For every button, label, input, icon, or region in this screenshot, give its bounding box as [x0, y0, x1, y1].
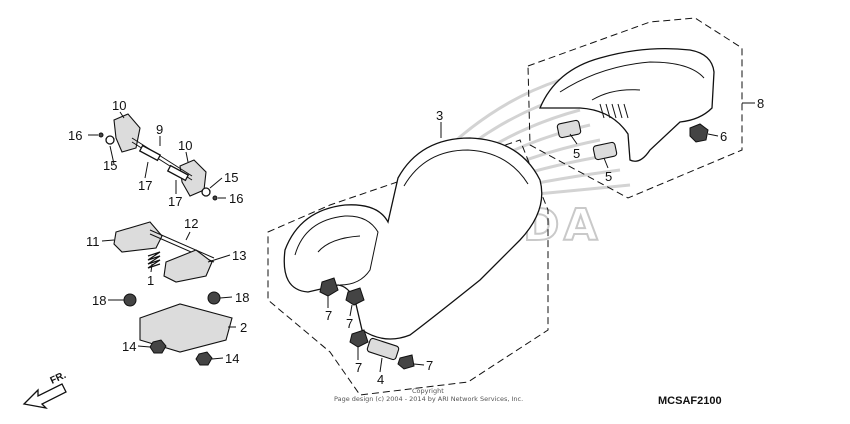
front-direction-indicator: FR.	[22, 370, 68, 410]
part-11-lock-plate	[113, 221, 163, 253]
callout-14-left: 14	[122, 339, 136, 354]
part-7-grommet-d	[397, 354, 415, 370]
callout-5-lower: 5	[605, 169, 612, 184]
part-17-pin-lower	[166, 164, 190, 182]
front-label: FR.	[49, 370, 68, 387]
part-2-base-plate	[139, 303, 233, 353]
part-1-spring	[147, 251, 161, 269]
callout-18-right: 18	[235, 290, 249, 305]
callout-18-left: 18	[92, 293, 106, 308]
part-9-rod	[131, 137, 193, 177]
pillion-seat	[539, 47, 715, 162]
part-13-lock-plate	[163, 249, 213, 283]
callout-1: 1	[147, 273, 154, 288]
callout-13: 13	[232, 248, 246, 263]
part-17-pin-upper	[138, 144, 162, 162]
part-18-bolt-right	[207, 291, 221, 305]
diagram-code: MCSAF2100	[658, 395, 722, 407]
callout-16-lower: 16	[229, 191, 243, 206]
rider-seat	[283, 137, 543, 340]
callout-2: 2	[240, 320, 247, 335]
pillion-latch-spring	[599, 103, 629, 119]
pillion-assembly-boundary	[527, 17, 743, 199]
part-7-grommet-a	[319, 277, 339, 297]
callout-17-lower: 17	[168, 194, 182, 209]
part-7-grommet-b	[345, 287, 365, 306]
leader-lines	[88, 102, 755, 373]
callout-15-upper: 15	[103, 158, 117, 173]
callout-9: 9	[156, 122, 163, 137]
part-15-washer-upper	[105, 135, 115, 145]
callout-7-c: 7	[355, 360, 362, 375]
callout-8: 8	[757, 96, 764, 111]
copyright-line-1: Copyright	[412, 387, 444, 395]
part-12-rod	[149, 229, 215, 259]
part-14-nut-right	[195, 351, 213, 366]
callout-14-right: 14	[225, 351, 239, 366]
callout-17-upper: 17	[138, 178, 152, 193]
part-6-nut	[689, 123, 709, 143]
callout-10-upper: 10	[112, 98, 126, 113]
callout-5-upper: 5	[573, 146, 580, 161]
part-4-bracket	[366, 337, 400, 361]
callout-labels: 3 8 6 5 5 4 7 7 7 7 10 10 9 16 16 15 15 …	[68, 96, 764, 387]
callout-6: 6	[720, 129, 727, 144]
callout-7-b: 7	[346, 316, 353, 331]
part-7-grommet-c	[349, 329, 369, 348]
part-16-clip-upper	[98, 132, 104, 138]
part-5-lower	[592, 141, 618, 161]
callout-3: 3	[436, 108, 443, 123]
part-18-bolt-left	[123, 293, 137, 307]
callout-16-upper: 16	[68, 128, 82, 143]
part-5-upper	[556, 119, 582, 139]
part-16-clip-lower	[212, 195, 218, 201]
part-15-washer-lower	[201, 187, 211, 197]
callout-15-lower: 15	[224, 170, 238, 185]
callout-10-lower: 10	[178, 138, 192, 153]
callout-4: 4	[377, 372, 384, 387]
callout-7-a: 7	[325, 308, 332, 323]
part-10-hinge-upper	[113, 113, 141, 153]
callout-12: 12	[184, 216, 198, 231]
copyright-line-2: Page design (c) 2004 - 2014 by ARI Netwo…	[334, 395, 523, 403]
callout-11: 11	[86, 234, 100, 249]
callout-7-d: 7	[426, 358, 433, 373]
front-arrow-icon	[22, 383, 67, 410]
